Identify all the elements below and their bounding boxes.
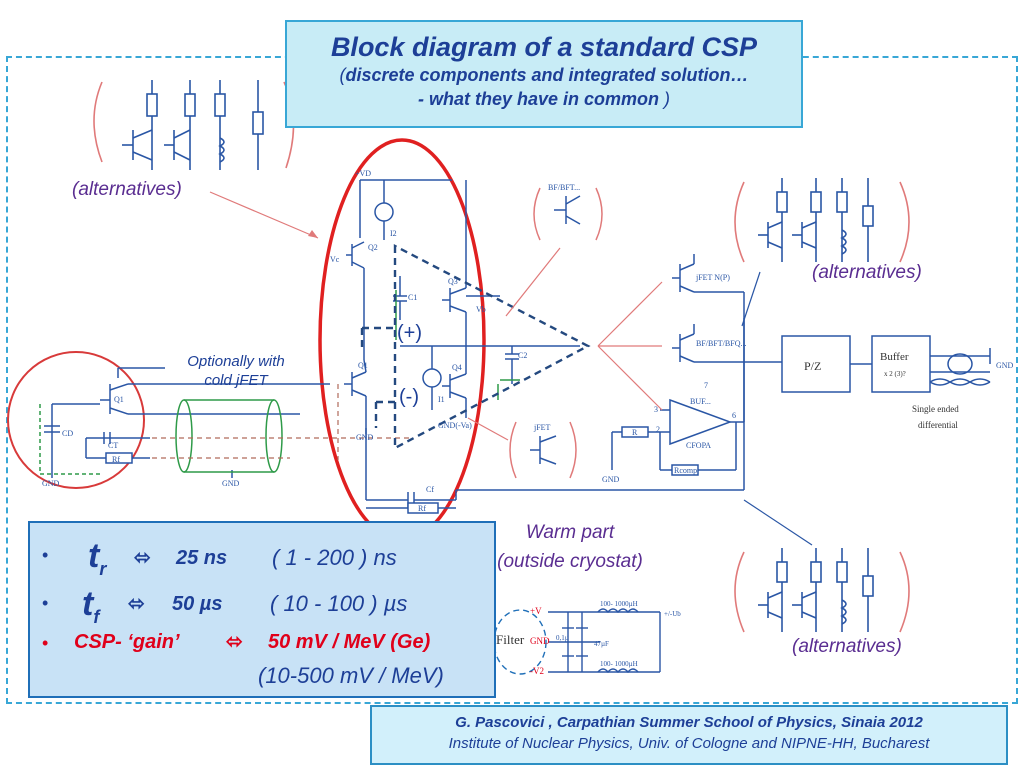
symbol-tr: tr [88, 537, 107, 579]
alternatives-symbols-top-left [93, 80, 295, 170]
credit-box: G. Pascovici , Carpathian Summer School … [370, 705, 1008, 765]
label-q1: Q1 [358, 361, 368, 370]
label-gnd-output: GND [996, 361, 1014, 370]
label-vb: Vb [476, 305, 486, 314]
label-pin2: 2 [656, 425, 660, 434]
label-filter-out: +/-Ub [664, 610, 681, 618]
label-filter-c1: 0,1µ [556, 634, 569, 642]
slide-subtitle-line2: - what they have in common ) [417, 89, 671, 109]
specs-box: • tr ⬄ 25 ns ( 1 - 200 ) ns • tf ⬄ 50 µs… [28, 521, 496, 698]
label-filter-c2: 47µF [594, 640, 609, 648]
label-vd: +VD [355, 169, 371, 178]
optional-note-line2: cold jFET [204, 372, 268, 389]
label-gnd-cold: GND [356, 433, 374, 442]
label-filter-l1: 100- 1000µH [600, 600, 638, 608]
label-filter-v1: +V [530, 606, 542, 616]
rise-time-range: ( 1 - 200 ) ns [272, 545, 397, 570]
block-buffer-sub: x 2 (3)? [884, 370, 906, 378]
label-pin3: 3 [654, 405, 658, 414]
label-jfet: jFET [533, 423, 551, 432]
label-vc: Vc [330, 255, 340, 264]
label-bf-bft-bfq: BF/BFT/BFQ... [696, 339, 746, 348]
label-ct: CT [108, 441, 118, 450]
plus-input-marker: (+) [397, 322, 422, 344]
label-r: R [632, 428, 638, 437]
label-c1: C1 [408, 293, 417, 302]
fall-time-range: ( 10 - 100 ) µs [270, 591, 408, 616]
label-qin: Q1 [114, 395, 124, 404]
fall-time-value: 50 µs [172, 593, 223, 615]
gain-label: CSP- ‘gain’ [74, 631, 180, 653]
label-single-ended: Single ended [912, 404, 959, 414]
label-c2: C2 [518, 351, 527, 360]
label-filter-v2: -V2 [530, 666, 544, 676]
label-buf: BUF... [690, 397, 711, 406]
warm-part-label: Warm part (outside cryostat) [478, 518, 662, 576]
label-gnd-opamp: GND [602, 475, 620, 484]
alternatives-label-right: (alternatives) [812, 262, 922, 283]
optional-cold-jfet-note: Optionally with cold jFET [166, 352, 306, 390]
alternatives-label-bottom: (alternatives) [792, 636, 902, 657]
warm-part-line2: (outside cryostat) [497, 551, 643, 572]
label-q2: Q2 [368, 243, 378, 252]
label-i1: I1 [438, 395, 445, 404]
minus-input-marker: (-) [399, 386, 419, 408]
amplifier-triangle [360, 244, 591, 450]
label-jfet-np: jFET N(P) [695, 273, 730, 282]
block-pz: P/Z [804, 359, 821, 373]
equiv-arrow-icon: ⬄ [226, 631, 243, 653]
label-gnd-detector: GND [42, 479, 60, 488]
label-rcomp: Rcomp [674, 466, 697, 475]
warm-part-line1: Warm part [525, 522, 615, 543]
symbol-tf: tf [82, 585, 100, 627]
gain-value: 50 mV / MeV (Ge) [268, 631, 431, 653]
label-q4: Q4 [452, 363, 462, 372]
label-cfopa: CFOPA [686, 441, 711, 450]
alternatives-label-left: (alternatives) [72, 179, 182, 200]
label-pin6: 6 [732, 411, 736, 420]
equiv-arrow-icon: ⬄ [134, 547, 151, 569]
label-filter: Filter [496, 632, 525, 647]
alternatives-symbols-bottom-right [734, 548, 910, 633]
alternatives-symbols-top-right [734, 178, 910, 263]
block-buffer: Buffer [880, 351, 909, 363]
credit-author: G. Pascovici , Carpathian Summer School … [455, 714, 923, 731]
equiv-arrow-icon: ⬄ [128, 593, 145, 615]
label-pin7: 7 [704, 381, 708, 390]
rise-time-value: 25 ns [176, 547, 228, 569]
label-rf: Rf [418, 504, 426, 513]
cable-green [39, 290, 520, 475]
label-gnd-cable: GND [222, 479, 240, 488]
label-i2: I2 [390, 229, 397, 238]
label-gnd-va: GND(-Va) [438, 421, 472, 430]
label-cf: Cf [426, 485, 434, 494]
credit-institutions: Institute of Nuclear Physics, Univ. of C… [448, 735, 930, 752]
alternatives-arrow-left [209, 191, 319, 239]
label-q3: Q3 [448, 277, 458, 286]
label-rf-in: Rf [112, 455, 120, 464]
gain-range: (10-500 mV / MeV) [258, 663, 444, 688]
label-cd: CD [62, 429, 73, 438]
optional-note-line1: Optionally with [187, 353, 285, 370]
title-box: Block diagram of a standard CSP (discret… [285, 20, 803, 128]
label-filter-l2: 100- 1000µH [600, 660, 638, 668]
label-bf-bft: BF/BFT... [548, 183, 580, 192]
label-differential: differential [918, 420, 958, 430]
slide-title: Block diagram of a standard CSP [330, 32, 758, 62]
label-filter-gnd: GND [530, 636, 550, 646]
detector-circle [7, 351, 145, 489]
slide-subtitle-line1: (discrete components and integrated solu… [339, 65, 749, 85]
csp-schematic [44, 179, 991, 514]
